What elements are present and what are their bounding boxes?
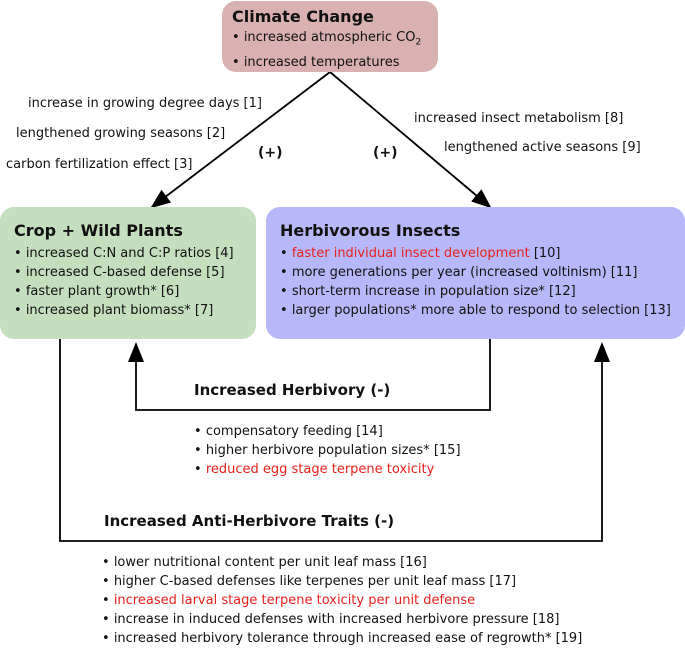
crop-wild-plants-title: Crop + Wild Plants [14, 221, 183, 240]
anti-herbivore-item: increased larval stage terpene toxicity … [102, 591, 582, 610]
plants-item: increased plant biomass* [7] [14, 301, 246, 320]
plus-sign-left: (+) [258, 145, 283, 161]
plants-item: faster plant growth* [6] [14, 282, 246, 301]
anti-herbivore-item: lower nutritional content per unit leaf … [102, 553, 582, 572]
herbivorous-insects-title: Herbivorous Insects [280, 221, 461, 240]
insects-item: more generations per year (increased vol… [280, 263, 677, 282]
anti-herbivore-item: increased herbivory tolerance through in… [102, 629, 582, 648]
climate-item-co2: increased atmospheric CO2 [232, 28, 428, 53]
anti-herbivore-list: lower nutritional content per unit leaf … [102, 553, 582, 648]
plants-item: increased C-based defense [5] [14, 263, 246, 282]
arrow-herbivory-loop [128, 339, 491, 411]
anti-herbivore-item: higher C-based defenses like terpenes pe… [102, 572, 582, 591]
insects-item: larger populations* more able to respond… [280, 301, 677, 320]
arrow-anti-herbivore-loop [59, 339, 610, 542]
crop-wild-plants-box: Crop + Wild Plants increased C:N and C:P… [0, 207, 256, 339]
increased-herbivory-title: Increased Herbivory (-) [194, 381, 391, 399]
right-label-2: lengthened active seasons [9] [444, 140, 641, 155]
herbivory-item: higher herbivore population sizes* [15] [194, 441, 461, 460]
herbivory-list: compensatory feeding [14] higher herbivo… [194, 422, 461, 479]
anti-herbivore-traits-title: Increased Anti-Herbivore Traits (-) [104, 512, 395, 530]
left-label-3: carbon fertilization effect [3] [6, 157, 193, 172]
anti-herbivore-item: increase in induced defenses with increa… [102, 610, 582, 629]
climate-change-box: Climate Change increased atmospheric CO2… [222, 1, 438, 72]
left-label-1: increase in growing degree days [1] [28, 96, 262, 111]
plants-item: increased C:N and C:P ratios [4] [14, 244, 246, 263]
climate-item-temperatures: increased temperatures [232, 53, 428, 72]
climate-change-title: Climate Change [232, 7, 374, 26]
herbivory-item: compensatory feeding [14] [194, 422, 461, 441]
arrow-climate-to-plants [150, 71, 331, 209]
left-label-2: lengthened growing seasons [2] [16, 126, 226, 141]
insects-item: faster individual insect development [10… [280, 244, 677, 263]
insects-item: short-term increase in population size* … [280, 282, 677, 301]
plus-sign-right: (+) [373, 145, 398, 161]
right-label-1: increased insect metabolism [8] [414, 111, 624, 126]
arrow-climate-to-insects [329, 71, 492, 209]
herbivorous-insects-box: Herbivorous Insects faster individual in… [266, 207, 685, 339]
herbivory-item: reduced egg stage terpene toxicity [194, 460, 461, 479]
